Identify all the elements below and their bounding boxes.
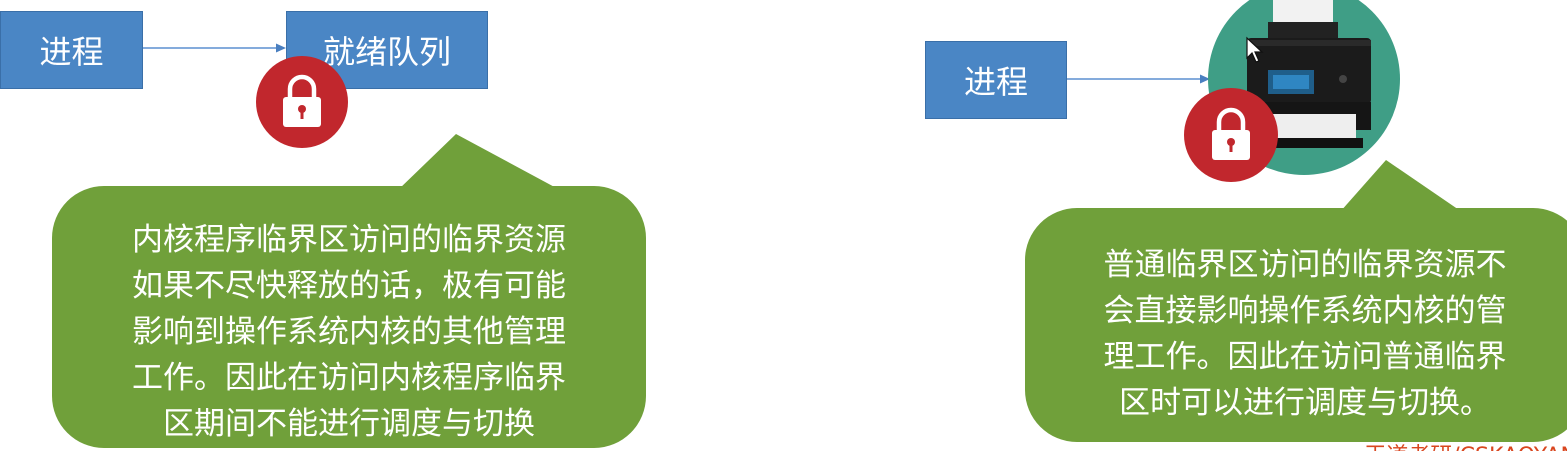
ready-queue-label: 就绪队列 [322, 33, 451, 71]
left-callout-line: 区期间不能进行调度与切换 [163, 406, 535, 442]
left-callout-line: 如果不尽快释放的话，极有可能 [132, 268, 566, 304]
right-callout-line: 普通临界区访问的临界资源不 [1103, 247, 1507, 283]
right-callout-line: 理工作。因此在访问普通临界 [1103, 339, 1507, 375]
watermark: 王道考研/CSKAOYAN [1364, 438, 1567, 451]
right-callout: 普通临界区访问的临界资源不 会直接影响操作系统内核的管 理工作。因此在访问普通临… [1025, 208, 1567, 442]
left-process-label: 进程 [39, 33, 104, 71]
left-callout: 内核程序临界区访问的临界资源 如果不尽快释放的话，极有可能 影响到操作系统内核的… [52, 186, 646, 448]
right-callout-line: 会直接影响操作系统内核的管 [1103, 293, 1507, 329]
left-callout-line: 工作。因此在访问内核程序临界 [132, 360, 566, 396]
right-process-box: 进程 [925, 41, 1067, 119]
left-callout-line: 影响到操作系统内核的其他管理 [132, 314, 566, 350]
left-callout-line: 内核程序临界区访问的临界资源 [132, 222, 566, 258]
right-callout-line: 区时可以进行调度与切换。 [1119, 385, 1491, 421]
left-process-box: 进程 [0, 11, 143, 89]
right-process-label: 进程 [963, 63, 1028, 101]
ready-queue-box: 就绪队列 [286, 11, 488, 89]
